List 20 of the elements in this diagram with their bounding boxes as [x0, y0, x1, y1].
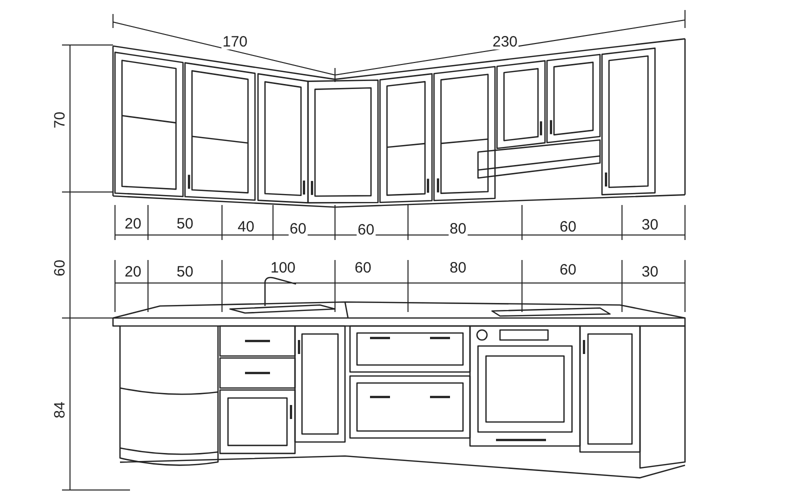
dimension-label: 80 [448, 260, 468, 276]
dimension-label: 60 [558, 262, 578, 278]
dimension-label: 60 [354, 260, 372, 276]
dimension-label: 84 [52, 400, 68, 420]
dimension-label: 50 [176, 216, 194, 232]
dimension-label: 170 [221, 34, 249, 50]
dimension-label: 20 [124, 264, 142, 280]
dimension-label: 70 [52, 110, 68, 130]
dimension-label: 60 [288, 222, 308, 236]
dimension-label: 100 [269, 260, 297, 276]
dimension-label: 80 [448, 222, 468, 236]
dimension-label: 40 [236, 220, 256, 234]
dimension-label: 30 [640, 218, 660, 232]
dimension-label: 50 [176, 264, 194, 280]
dimension-label: 20 [124, 216, 142, 232]
dimension-label: 60 [356, 222, 376, 238]
dimension-label: 60 [558, 220, 578, 234]
dimension-label: 60 [52, 258, 68, 278]
dimension-label: 30 [640, 264, 660, 280]
dimension-label: 230 [491, 34, 519, 50]
